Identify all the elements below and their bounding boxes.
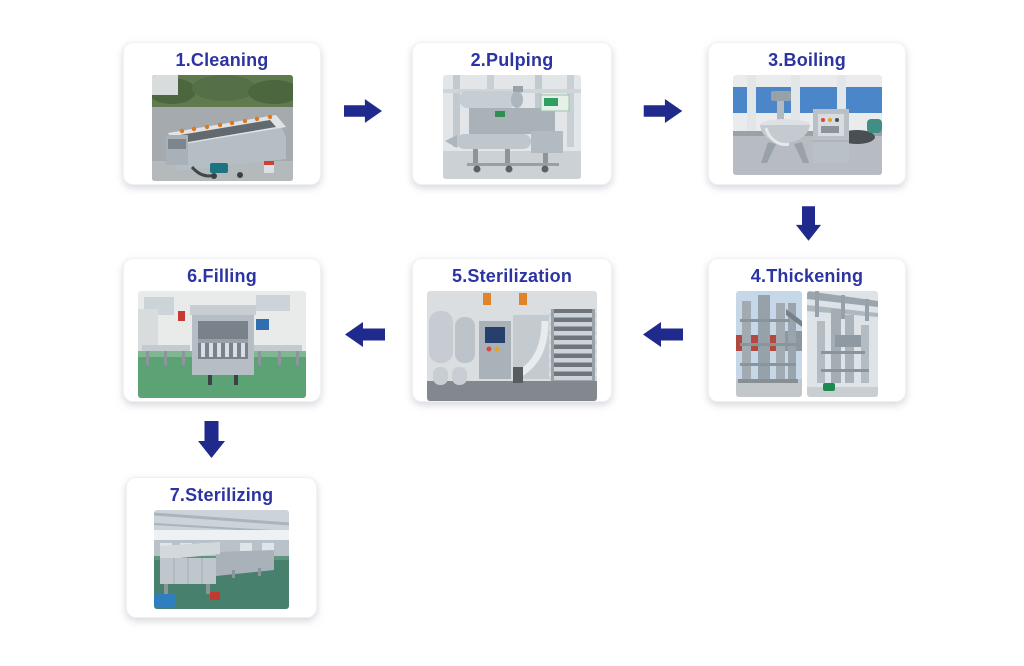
- step-card-cleaning: 1.Cleaning: [123, 42, 321, 185]
- cleaning-machine-photo: [151, 75, 293, 181]
- step-title-filling: 6.Filling: [187, 266, 257, 286]
- step-card-filling: 6.Filling: [123, 258, 321, 402]
- step-photo-wrap: [151, 75, 293, 181]
- thickening-evaporator-photo-right: [807, 291, 878, 397]
- boiling-kettle-photo: [732, 75, 882, 175]
- arrow-filling-to-sterilizing: [197, 421, 226, 458]
- step-title-sterilizing: 7.Sterilizing: [169, 485, 274, 505]
- step-photo-wrap: [736, 291, 878, 397]
- sterilizing-line-photo: [154, 510, 289, 609]
- pulping-machine-photo: [443, 75, 581, 179]
- arrow-thickening-to-sterilization: [643, 321, 683, 348]
- step-title-cleaning: 1.Cleaning: [175, 50, 269, 70]
- step-photo-wrap: [443, 75, 581, 179]
- step-card-sterilization: 5.Sterilization: [412, 258, 612, 402]
- step-title-thickening: 4.Thickening: [750, 266, 864, 286]
- arrow-sterilization-to-filling: [345, 321, 385, 348]
- step-title-pulping: 2.Pulping: [470, 50, 554, 70]
- step-title-sterilization: 5.Sterilization: [451, 266, 573, 286]
- step-photo-wrap: [154, 510, 289, 609]
- thickening-evaporator-photo-left: [736, 291, 802, 397]
- arrow-boiling-to-thickening: [795, 205, 822, 242]
- step-card-pulping: 2.Pulping: [412, 42, 612, 185]
- arrow-pulping-to-boiling: [643, 98, 683, 124]
- step-photo-wrap: [138, 291, 306, 398]
- sterilization-machine-photo: [427, 291, 597, 401]
- step-photo-wrap: [427, 291, 597, 401]
- step-card-boiling: 3.Boiling: [708, 42, 906, 185]
- arrow-cleaning-to-pulping: [344, 98, 382, 124]
- step-title-boiling: 3.Boiling: [768, 50, 846, 70]
- step-card-sterilizing: 7.Sterilizing: [126, 477, 317, 618]
- filling-machine-photo: [138, 291, 306, 398]
- step-card-thickening: 4.Thickening: [708, 258, 906, 402]
- step-photo-wrap: [732, 75, 882, 175]
